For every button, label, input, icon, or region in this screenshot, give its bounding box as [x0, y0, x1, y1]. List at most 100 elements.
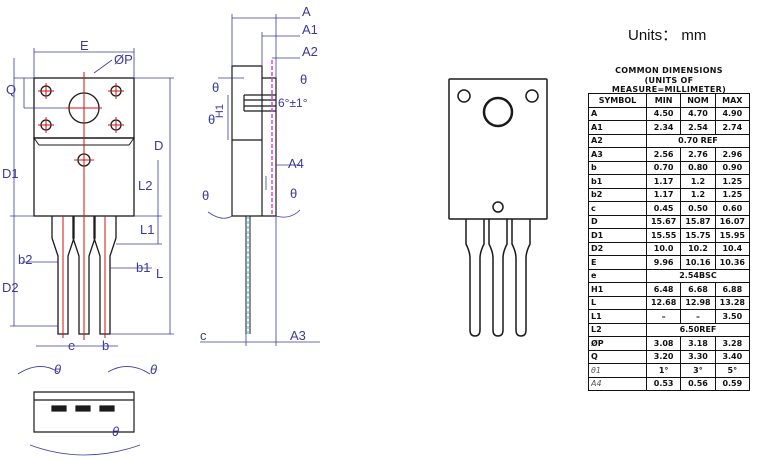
- front-dimension-lines: [10, 48, 174, 347]
- cell-nom: 10.2: [680, 241, 716, 256]
- cell-max: 16.07: [714, 214, 751, 229]
- cell-symbol: A1: [588, 120, 647, 135]
- cell-max: 13.28: [714, 295, 751, 310]
- dim-label-b1: b1: [136, 260, 151, 275]
- cell-min: 6.48: [645, 282, 682, 297]
- cell-nom: 3.18: [680, 336, 716, 351]
- dim-label-A: A: [302, 4, 311, 19]
- cell-max: 1.25: [714, 174, 751, 189]
- cell-max: 3.28: [714, 336, 751, 351]
- dim-label-D1: D1: [2, 166, 19, 181]
- cell-nom: 3.30: [680, 349, 716, 364]
- cell-max: 10.36: [714, 255, 751, 270]
- cell-symbol: e: [588, 268, 647, 283]
- dim-label-theta-bb: θ: [112, 424, 120, 439]
- cell-nom: 1.2: [680, 174, 716, 189]
- cell-symbol: A3: [588, 147, 647, 162]
- cell-min: 2.34: [645, 120, 682, 135]
- outline-leads: [465, 219, 531, 337]
- cell-max: 0.90: [714, 160, 751, 175]
- cell-min: 0.53: [645, 376, 682, 391]
- cell-max: 6.88: [714, 282, 751, 297]
- cell-symbol: Q: [588, 349, 647, 364]
- cell-max: 3.40: [714, 349, 751, 364]
- cell-symbol: θ1: [588, 363, 647, 378]
- cell-min: 1.17: [645, 187, 682, 202]
- dim-label-E: E: [80, 38, 89, 53]
- cell-nom: 0.80: [680, 160, 716, 175]
- cell-symbol: D: [588, 214, 647, 229]
- cell-max: 2.74: [714, 120, 751, 135]
- cell-nom: 2.76: [680, 147, 716, 162]
- cell-nom: 4.70: [680, 106, 716, 121]
- cell-nom: 3°: [680, 363, 716, 378]
- dim-label-A3: A3: [290, 328, 306, 343]
- package-outline: [448, 78, 548, 337]
- dim-label-b2: b2: [18, 252, 33, 267]
- dim-label-L2: L2: [138, 178, 153, 193]
- table-title-line-2: (UNITS OF MEASURE=MILLIMETER): [611, 76, 727, 94]
- dim-label-D2: D2: [2, 280, 19, 295]
- cell-symbol: A: [588, 106, 647, 121]
- cell-max: 15.95: [714, 228, 751, 243]
- cell-nom: 2.54: [680, 120, 716, 135]
- cell-nom: 0.56: [680, 376, 716, 391]
- side-dimension-lines: [200, 14, 320, 346]
- cell-symbol: b2: [588, 187, 647, 202]
- cell-max: 1.25: [714, 187, 751, 202]
- cell-symbol: D1: [588, 228, 647, 243]
- outline-pin-mark: [492, 201, 504, 213]
- outline-hole-left: [457, 89, 471, 103]
- units-label: Units： mm: [628, 27, 707, 44]
- dim-label-theta-ll: θ: [202, 188, 210, 203]
- cell-symbol: D2: [588, 241, 647, 256]
- cell-max: 0.59: [714, 376, 751, 391]
- cell-min: 1°: [645, 363, 682, 378]
- dim-label-A1: A1: [302, 22, 318, 37]
- dim-label-theta-lr: θ: [290, 186, 298, 201]
- cell-nom: 15.87: [680, 214, 716, 229]
- cell-min: 15.67: [645, 214, 682, 229]
- dim-label-theta-tl: θ: [212, 80, 220, 95]
- dim-label-theta-br: θ: [150, 362, 158, 377]
- dim-label-angle: 6°±1°: [278, 96, 308, 110]
- cell-value-span: 2.54BSC: [645, 268, 751, 283]
- cell-max: 0.60: [714, 201, 751, 216]
- table-title-line-1: COMMON DIMENSIONS: [615, 66, 723, 75]
- dim-label-theta-ml: θ: [208, 112, 216, 127]
- dim-label-Q: Q: [6, 82, 17, 97]
- cell-min: 10.0: [645, 241, 682, 256]
- cell-symbol: E: [588, 255, 647, 270]
- cell-nom: 12.98: [680, 295, 716, 310]
- cell-nom: 1.2: [680, 187, 716, 202]
- cell-symbol: L: [588, 295, 647, 310]
- table-header-row: SYMBOL MIN NOM MAX: [588, 93, 751, 108]
- dim-label-phiP: ØP: [114, 52, 133, 67]
- dim-label-b: b: [102, 338, 110, 353]
- header-nom: NOM: [680, 93, 716, 108]
- cell-max: 2.96: [714, 147, 751, 162]
- cell-nom: 10.16: [680, 255, 716, 270]
- cell-nom: 0.50: [680, 201, 716, 216]
- dim-label-D: D: [154, 138, 164, 153]
- bottom-view: [17, 366, 151, 456]
- cell-symbol: c: [588, 201, 647, 216]
- cell-min: 3.20: [645, 349, 682, 364]
- dim-label-e: e: [68, 338, 76, 353]
- cell-value-span: 0.70 REF: [645, 133, 751, 148]
- header-symbol: SYMBOL: [588, 93, 647, 108]
- cell-min: 9.96: [645, 255, 682, 270]
